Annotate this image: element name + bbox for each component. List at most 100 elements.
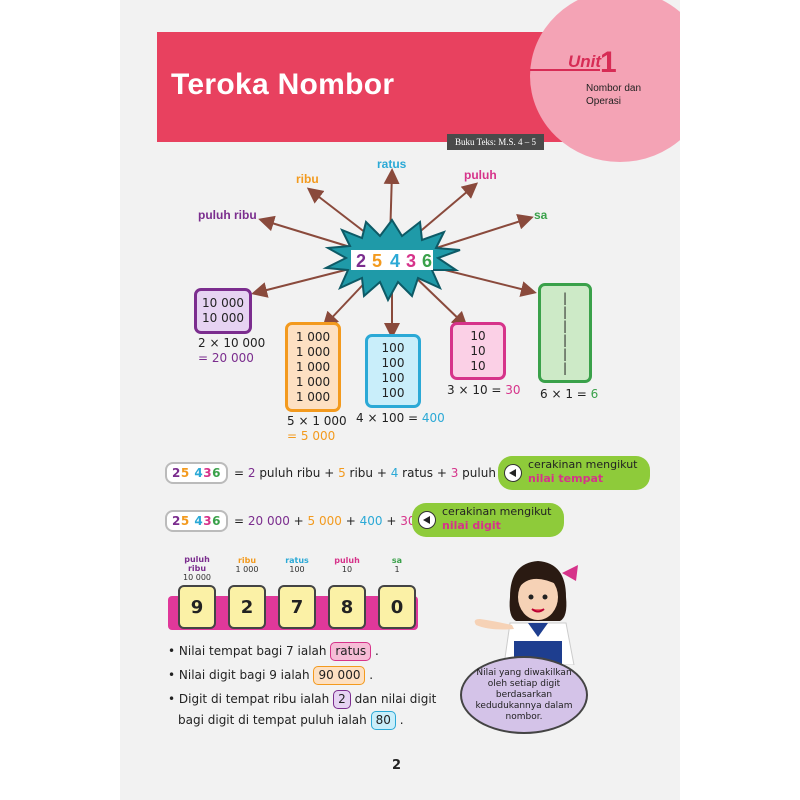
label-ratus: ratus <box>377 157 407 171</box>
equation-term: 3 <box>450 466 459 480</box>
digit-ratus: 4 <box>390 251 400 271</box>
equation-term: 20 000 <box>247 514 290 528</box>
box-line: 100 <box>381 356 405 370</box>
q2-answer: 90 000 <box>313 666 366 685</box>
question-4: bagi digit di tempat puluh ialah 80 . <box>178 710 404 730</box>
digit-card: 2 <box>228 585 266 629</box>
box-line: 1 000 <box>295 389 331 404</box>
digit-sa: 6 <box>422 251 432 271</box>
question-1: • Nilai tempat bagi 7 ialah ratus . <box>168 641 379 661</box>
equation-row-place-value: 25 436 = 2 puluh ribu + 5 ribu + 4 ratus… <box>165 459 539 487</box>
calc-puluh-ribu: 2 × 10 000 = 20 000 <box>198 336 265 366</box>
pill-digit: 4 <box>194 514 204 528</box>
pill-digit: 2 <box>172 466 181 480</box>
label-puluh: puluh <box>464 168 497 182</box>
place-name: ratus <box>285 556 309 565</box>
equation-term: puluh ribu + <box>255 466 339 480</box>
equation-digit-value: = 20 000 + 5 000 + 400 + 30 + 6 <box>234 514 441 528</box>
q4-text: bagi digit di tempat puluh ialah <box>178 713 367 727</box>
place-value: 1 000 <box>235 565 259 574</box>
title-banner: Teroka Nombor <box>157 32 577 142</box>
page-title: Teroka Nombor <box>171 68 395 101</box>
place-name: sa <box>391 556 403 565</box>
box-line: 1 000 <box>295 329 331 344</box>
calc-ribu-line2: = 5 000 <box>287 429 336 443</box>
label-puluh-ribu: puluh ribu <box>198 208 257 222</box>
place-value: 1 <box>394 565 400 574</box>
equation-term: + <box>341 514 360 528</box>
equation-term: ribu + <box>345 466 391 480</box>
equation-term: = <box>233 466 248 480</box>
calc-puluh-ribu-line2: = 20 000 <box>198 351 254 365</box>
unit-subtitle: Nombor dan Operasi <box>586 83 642 107</box>
calc-ratus-text: 4 × 100 = <box>356 411 422 425</box>
starburst-number-bg <box>351 250 433 270</box>
equation-term: puluh + <box>458 466 514 480</box>
digit-card: 0 <box>378 585 416 629</box>
calc-puluh: 3 × 10 = 30 <box>447 383 521 398</box>
question-3: • Digit di tempat ribu ialah 2 dan nilai… <box>168 689 436 709</box>
label-sa: sa <box>534 208 548 222</box>
textbook-page: Teroka Nombor Unit 1 Nombor dan Operasi … <box>120 0 680 800</box>
box-line: 100 <box>381 386 405 400</box>
tag-digit-value: cerakinan mengikut nilai digit <box>412 503 564 537</box>
q4-answer: 80 <box>370 711 396 730</box>
box-line: | <box>562 361 568 375</box>
arrow-puluh-ribu <box>258 215 361 251</box>
calc-sa-result: 6 <box>590 387 599 401</box>
place-name: ribu <box>237 556 257 565</box>
speech-bubble: Nilai yang diwakilkan oleh setiap digit … <box>460 656 588 734</box>
calc-sa: 6 × 1 = 6 <box>540 387 598 402</box>
page-number: 2 <box>392 758 402 773</box>
place-value-diagram: 2 5 4 3 6 <box>251 168 537 339</box>
q4-end: . <box>399 713 404 727</box>
play-icon <box>504 464 522 482</box>
calc-sa-text: 6 × 1 = <box>540 387 591 401</box>
calc-ratus-result: 400 <box>421 411 445 425</box>
equation-term: 2 <box>247 466 256 480</box>
equation-term: = 2 puluh ribu + <box>234 466 338 480</box>
arrow-sa <box>429 214 534 251</box>
box-line: | <box>562 305 568 319</box>
pill-digit: 5 <box>180 466 190 480</box>
box-line: 1 000 <box>295 359 331 374</box>
place-name: puluh ribu <box>184 555 210 573</box>
number-pill: 25 436 <box>165 462 228 484</box>
calc-ratus: 4 × 100 = 400 <box>356 411 445 426</box>
box-line: 100 <box>381 371 405 385</box>
number-pill: 25 436 <box>165 510 228 532</box>
box-line: | <box>562 319 568 333</box>
pill-digit: 2 <box>172 514 181 528</box>
pill-digit: 3 <box>203 466 213 480</box>
box-line: 10 <box>470 358 486 373</box>
equation-term: = <box>233 514 248 528</box>
q3-answer: 2 <box>333 690 351 709</box>
equation-term: 4 <box>390 466 399 480</box>
arrow-box-puluh <box>409 271 468 328</box>
place-value: 100 <box>289 565 305 574</box>
box-line: 10 000 <box>202 296 244 310</box>
q2-end: . <box>369 668 374 682</box>
box-line: 1 000 <box>295 344 331 359</box>
unit-circle <box>530 0 680 162</box>
digit-card: 7 <box>278 585 316 629</box>
box-sa: |||||| <box>538 283 592 383</box>
pill-digit: 6 <box>212 514 221 528</box>
q2-text: Nilai digit bagi 9 ialah <box>178 668 310 682</box>
place-value: 10 000 <box>183 573 211 582</box>
tag-place-value-line1: cerakinan mengikut <box>528 458 638 471</box>
unit-label: Unit <box>568 52 602 71</box>
equation-term: ratus + <box>398 466 451 480</box>
equation-term: + <box>289 514 308 528</box>
equation-term: 5 <box>338 466 346 480</box>
equation-term: 5 000 <box>307 514 342 528</box>
box-line: | <box>562 333 568 347</box>
pill-digit: 3 <box>203 514 213 528</box>
box-line: 10 <box>470 343 486 358</box>
